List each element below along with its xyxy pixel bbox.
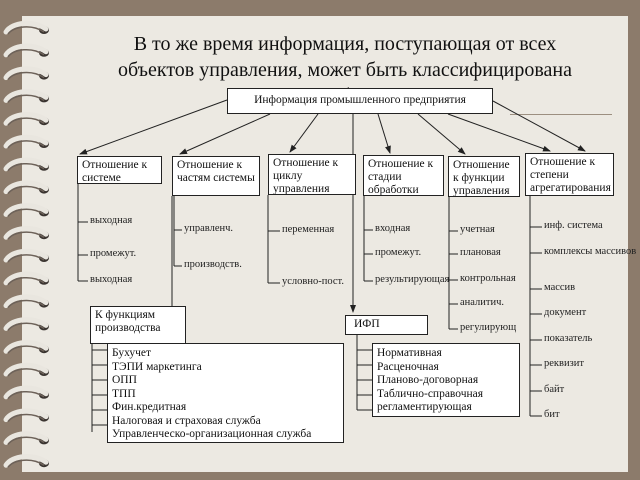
binding-ring	[3, 134, 49, 149]
binding-ring	[3, 271, 49, 286]
binding-ring	[3, 294, 49, 309]
slide-title: В то же время информация, поступающая от…	[60, 31, 630, 96]
binding-ring	[3, 66, 49, 81]
category-item: промежут.	[90, 248, 137, 259]
category-system-parts: Отношение к частям системы	[172, 156, 260, 196]
category-item: регулирующ	[460, 322, 517, 333]
title-line-1: В то же время информация, поступающая от…	[133, 33, 557, 55]
binding-ring	[3, 431, 49, 445]
category-item: управленч.	[184, 223, 234, 234]
binding-ring	[3, 180, 49, 195]
list-item: Планово-договорная	[377, 374, 479, 386]
binding-ring	[3, 20, 49, 35]
list-item: Таблично-справочная	[377, 387, 484, 400]
category-item: выходная	[90, 215, 133, 226]
category-system: Отношение к системе	[77, 156, 162, 184]
arrow-line	[417, 113, 466, 155]
category-item: контрольная	[460, 273, 516, 284]
binding-ring	[3, 385, 49, 400]
production-functions-box: К функциям производства	[90, 306, 186, 344]
list-item: регламентирующая	[377, 401, 472, 413]
category-aggregation-level: Отношение к степени агрегатирования	[525, 153, 614, 196]
binding-ring	[3, 157, 49, 172]
list-item: Фин.кредитная	[112, 401, 187, 413]
binding-ring	[3, 112, 49, 126]
list-item: Управленческо-организационная служба	[112, 428, 312, 440]
list-item: Бухучет	[112, 347, 152, 359]
arrow-line	[179, 113, 271, 155]
category-item: переменная	[282, 224, 335, 235]
binding-ring	[3, 408, 49, 423]
title-underline	[510, 114, 612, 115]
list-item: ТПП	[112, 387, 136, 400]
category-item: комплексы массивов	[544, 246, 637, 257]
binding-ring	[3, 203, 49, 217]
category-item: условно-пост.	[282, 276, 344, 287]
category-item: показатель	[544, 333, 593, 344]
list-item: Расценочная	[377, 360, 439, 373]
binding-ring	[3, 340, 49, 354]
category-item: аналитич.	[460, 297, 505, 308]
binding-ring	[3, 89, 49, 103]
arrow-line	[289, 113, 319, 153]
binding-ring	[3, 454, 49, 468]
list-item: ТЭПИ маркетинга	[112, 360, 202, 373]
category-item: выходная	[90, 274, 133, 285]
binding-ring	[3, 248, 49, 263]
binding-ring	[3, 362, 49, 377]
category-item: входная	[375, 223, 411, 234]
arrow-line	[492, 100, 586, 152]
category-management-cycle: Отношение к циклу управления	[268, 154, 356, 195]
binding-ring	[3, 317, 49, 331]
category-management-function: Отношение к функции управления	[448, 156, 520, 197]
category-item: инф. система	[544, 220, 603, 231]
arrow-line	[377, 113, 391, 154]
category-item: производств.	[184, 259, 242, 270]
arrow-line	[447, 113, 551, 152]
category-item: плановая	[460, 247, 501, 258]
category-item: документ	[544, 307, 587, 318]
category-item: бит	[544, 409, 560, 420]
arrow-line	[79, 99, 228, 155]
list-item: ОПП	[112, 374, 137, 386]
category-item: массив	[544, 282, 576, 293]
category-item: результирующая	[375, 274, 450, 285]
root-box: Информация промышленного предприятия	[227, 88, 493, 114]
category-processing-stage: Отношение к стадии обработки	[363, 155, 444, 196]
list-item: Нормативная	[377, 347, 442, 359]
category-item: байт	[544, 384, 565, 395]
list-item: Налоговая и страховая служба	[112, 414, 261, 427]
category-item: реквизит	[544, 358, 584, 369]
category-item: промежут.	[375, 247, 422, 258]
title-line-2: объектов управления, может быть классифи…	[117, 59, 573, 81]
ifp-box: ИФП	[345, 315, 428, 335]
category-item: учетная	[460, 224, 495, 235]
binding-ring	[3, 43, 49, 58]
spiral-binding	[3, 20, 49, 468]
binding-ring	[3, 226, 49, 240]
